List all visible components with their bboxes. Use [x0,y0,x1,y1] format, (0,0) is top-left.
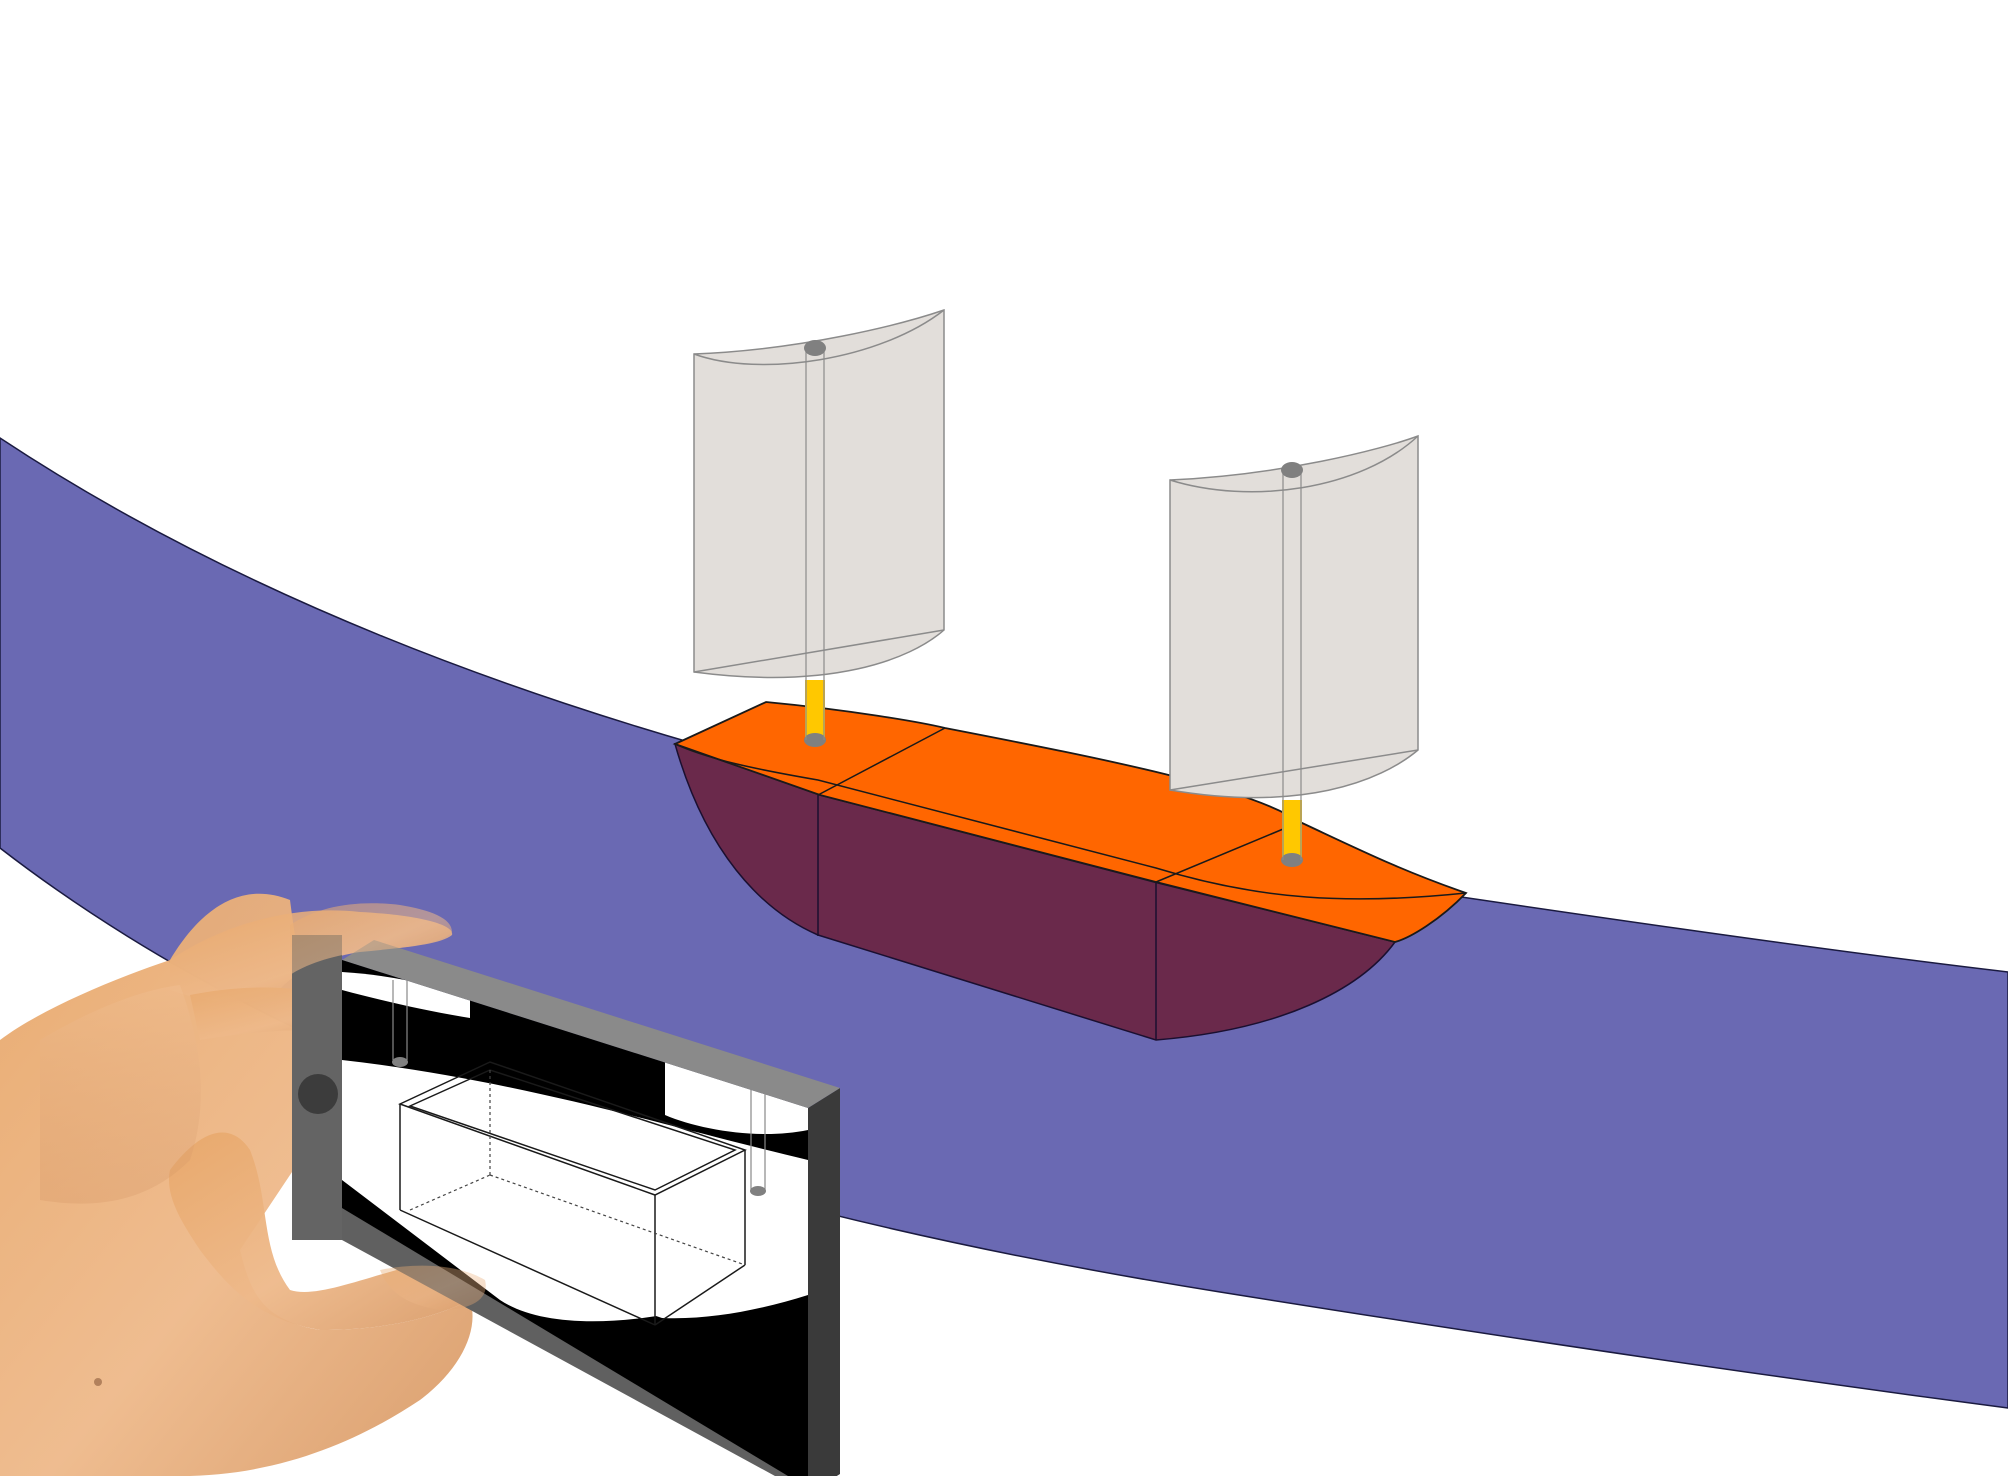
phone-top-edge [342,940,840,1108]
hand-mark [94,1378,102,1386]
sail-rear [1169,434,1419,860]
deck-edge [674,743,1467,900]
hand-fingertips [290,903,486,1310]
ship [672,308,1468,1041]
phone-edge [808,1088,840,1476]
mast-front-base [804,733,826,747]
ship-deck [672,701,1468,943]
hand-knuckle-shading [40,985,201,1204]
mast-rear-base [1281,853,1303,867]
deck-section-2 [1155,821,1301,883]
deck-section-1 [817,727,946,796]
hull-side [673,742,1397,1041]
smartphone [292,935,840,1476]
mast-front [805,680,825,740]
mast-rear [1282,800,1302,860]
sail-front [693,308,945,740]
phone-camera [298,1074,338,1114]
